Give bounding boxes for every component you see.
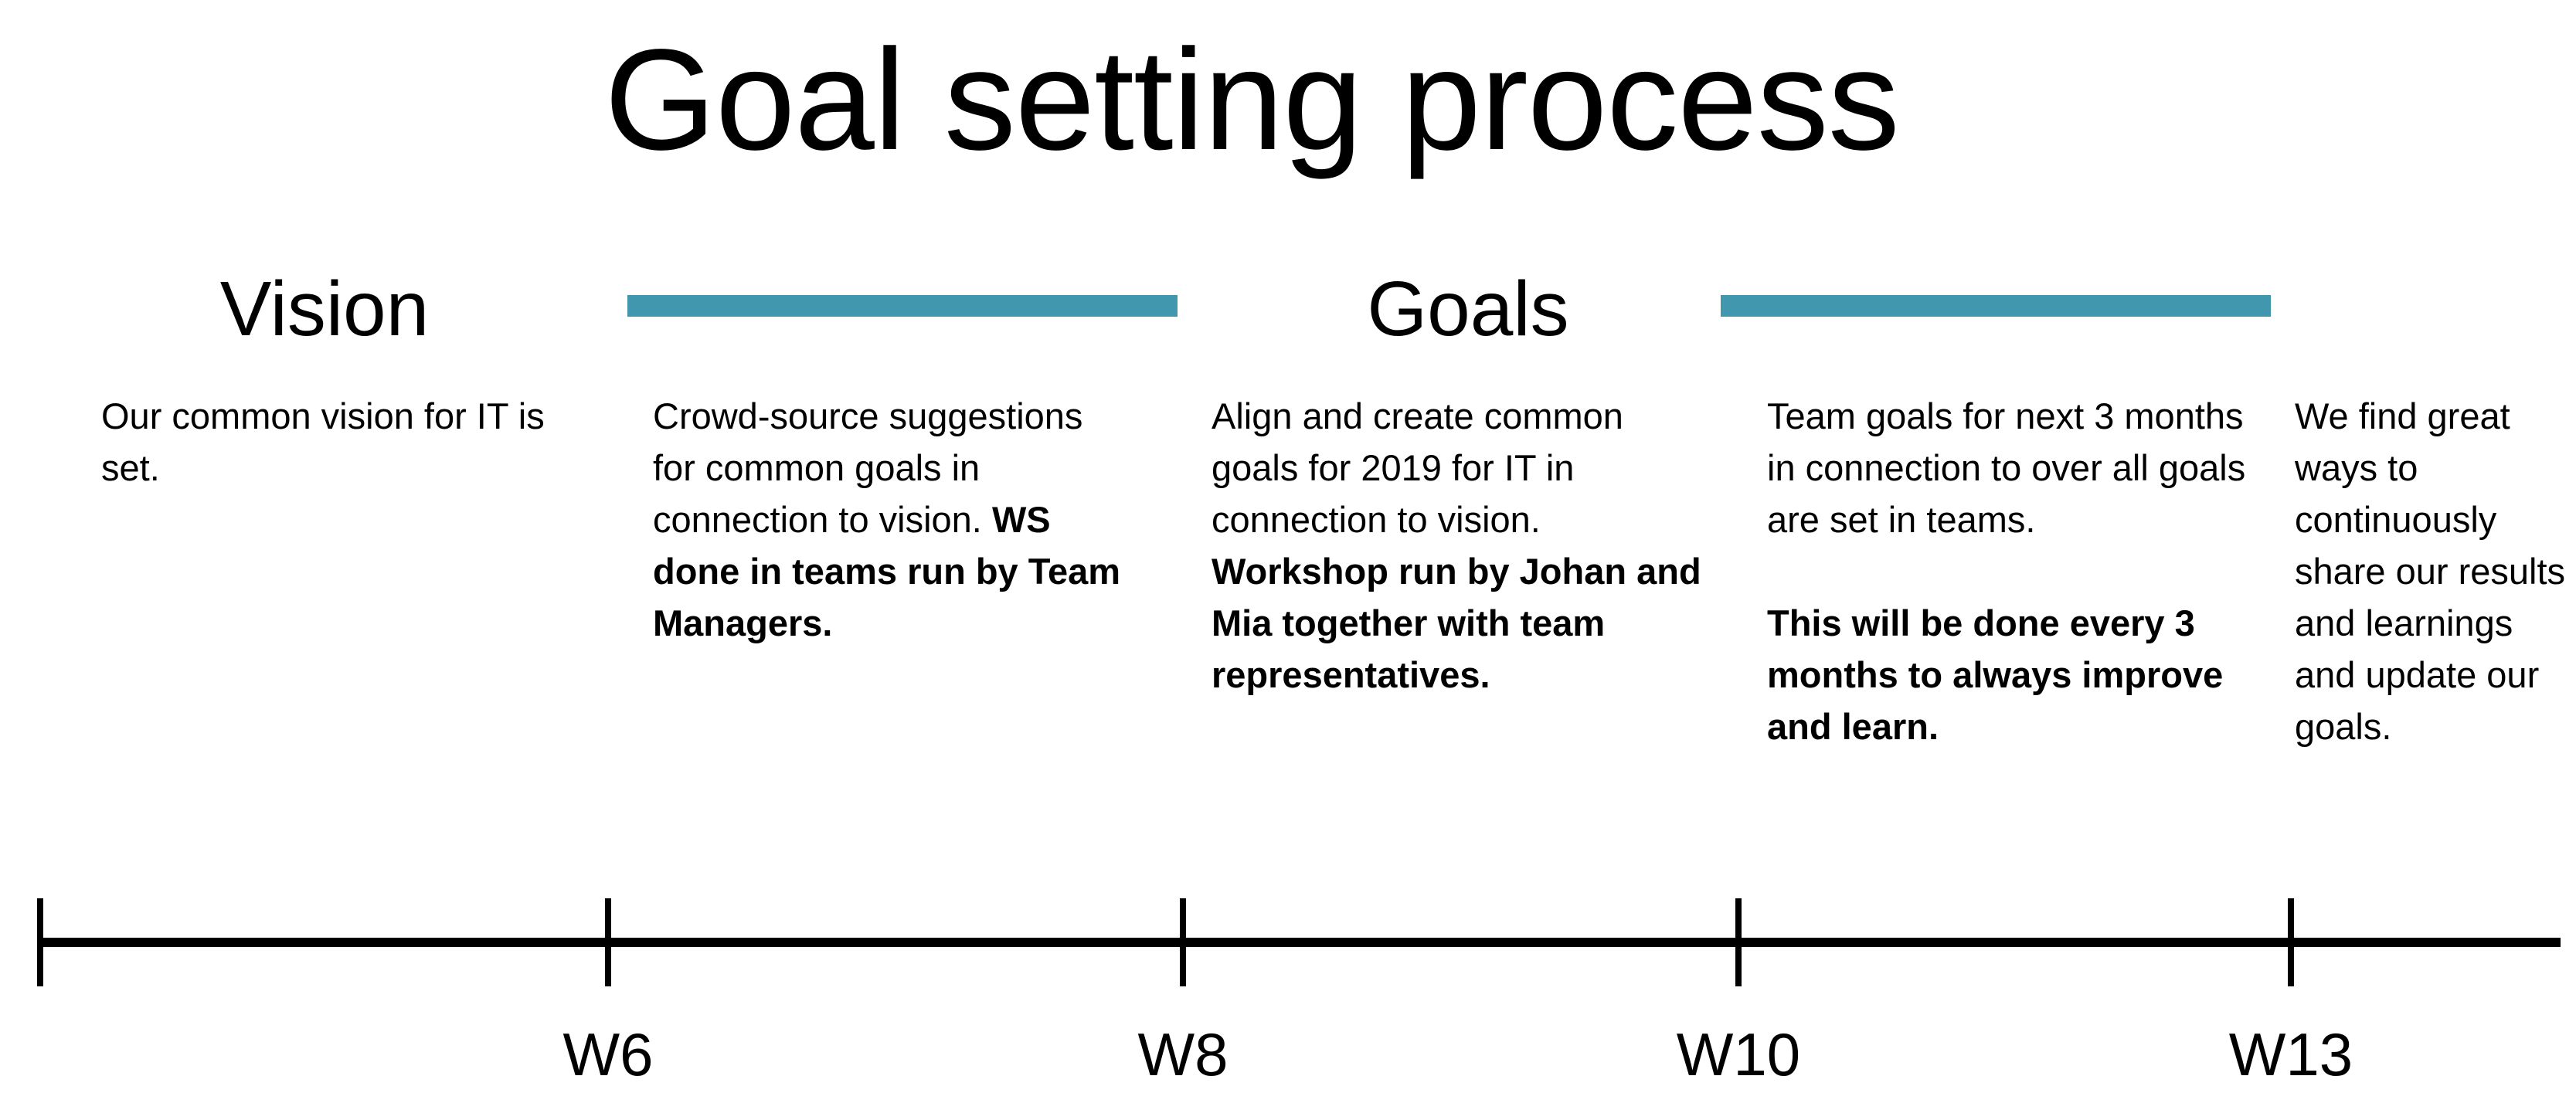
- timeline-axis: [39, 938, 2561, 947]
- description-vision-set: Our common vision for IT is set.: [101, 390, 565, 494]
- paragraph-gap: [1767, 545, 2277, 597]
- description-text: Crowd-source suggestions for common goal…: [653, 395, 1083, 540]
- description-align-goals: Align and create common goals for 2019 f…: [1212, 390, 1706, 701]
- timeline-label-w8: W8: [1137, 1020, 1229, 1088]
- timeline-tick-w8: [1180, 898, 1186, 986]
- description-text: We find great ways to continuously share…: [2295, 395, 2566, 747]
- description-text: Align and create common goals for 2019 f…: [1212, 395, 1623, 540]
- description-share-results: We find great ways to continuously share…: [2295, 390, 2573, 752]
- timeline-tick-w10: [1735, 898, 1742, 986]
- phase-heading-goals: Goals: [1367, 266, 1569, 352]
- phase-heading-vision: Vision: [219, 266, 430, 352]
- timeline-label-w10: W10: [1676, 1020, 1801, 1088]
- description-bold-text: This will be done every 3 months to alwa…: [1767, 602, 2224, 747]
- description-bold-text: WS done in teams run by Team Managers.: [653, 499, 1121, 643]
- phase-bar-2: [1721, 295, 2271, 317]
- timeline-tick-start: [37, 898, 43, 986]
- description-bold-text: Workshop run by Johan and Mia together w…: [1212, 551, 1701, 695]
- timeline-tick-w6: [605, 898, 611, 986]
- timeline-tick-w13: [2288, 898, 2294, 986]
- timeline-label-w6: W6: [562, 1020, 654, 1088]
- timeline-label-w13: W13: [2228, 1020, 2353, 1088]
- phase-bar-1: [627, 295, 1178, 317]
- page-title: Goal setting process: [604, 20, 1900, 180]
- description-text: Our common vision for IT is set.: [101, 395, 545, 488]
- description-text: Team goals for next 3 months in connecti…: [1767, 395, 2246, 540]
- description-crowd-source: Crowd-source suggestions for common goal…: [653, 390, 1132, 649]
- description-team-goals: Team goals for next 3 months in connecti…: [1767, 390, 2277, 752]
